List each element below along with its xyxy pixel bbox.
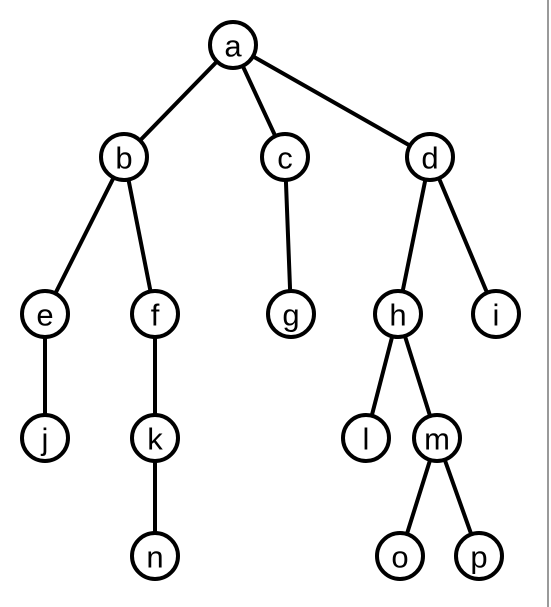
node-circle-l — [341, 413, 391, 463]
nodes-layer: a b c d e f g h i j k l m n o p — [20, 20, 521, 581]
node-label-l: l — [363, 422, 370, 457]
node-label-j: j — [41, 422, 49, 457]
edge-d-h — [396, 155, 432, 316]
node-circle-p — [454, 531, 504, 581]
edge-a-d — [231, 43, 432, 159]
node-label-o: o — [391, 540, 408, 575]
node-n: n — [130, 531, 180, 581]
edge-a-b — [122, 43, 235, 159]
node-circle-c — [260, 132, 310, 182]
node-label-h: h — [389, 298, 406, 333]
node-b: b — [99, 132, 149, 182]
node-label-d: d — [421, 141, 438, 176]
node-circle-i — [471, 289, 521, 339]
node-label-m: m — [424, 422, 450, 457]
node-circle-g — [266, 289, 316, 339]
node-a: a — [208, 20, 258, 70]
edge-b-e — [43, 155, 126, 316]
node-label-k: k — [147, 422, 163, 457]
node-h: h — [373, 289, 423, 339]
node-label-c: c — [277, 141, 293, 176]
node-d: d — [405, 132, 455, 182]
node-g: g — [266, 289, 316, 339]
node-label-b: b — [115, 141, 132, 176]
node-circle-h — [373, 289, 423, 339]
node-circle-b — [99, 132, 149, 182]
node-c: c — [260, 132, 310, 182]
node-l: l — [341, 413, 391, 463]
node-label-g: g — [282, 298, 299, 333]
node-label-n: n — [146, 540, 163, 575]
edge-d-i — [428, 155, 498, 316]
node-label-e: e — [36, 298, 53, 333]
node-circle-d — [405, 132, 455, 182]
node-e: e — [20, 289, 70, 339]
node-circle-j — [20, 413, 70, 463]
node-circle-e — [20, 289, 70, 339]
node-f: f — [130, 289, 180, 339]
node-circle-n — [130, 531, 180, 581]
node-label-f: f — [151, 298, 160, 333]
right-border — [547, 0, 549, 607]
node-circle-k — [130, 413, 180, 463]
edge-b-f — [122, 155, 157, 316]
node-p: p — [454, 531, 504, 581]
node-o: o — [375, 531, 425, 581]
node-label-i: i — [493, 298, 500, 333]
node-label-a: a — [224, 29, 242, 64]
node-j: j — [20, 413, 70, 463]
node-m: m — [412, 413, 462, 463]
node-circle-m — [412, 413, 462, 463]
node-i: i — [471, 289, 521, 339]
edge-c-g — [283, 155, 293, 316]
node-circle-a — [208, 20, 258, 70]
node-circle-f — [130, 289, 180, 339]
node-circle-o — [375, 531, 425, 581]
node-k: k — [130, 413, 180, 463]
node-label-p: p — [470, 540, 487, 575]
